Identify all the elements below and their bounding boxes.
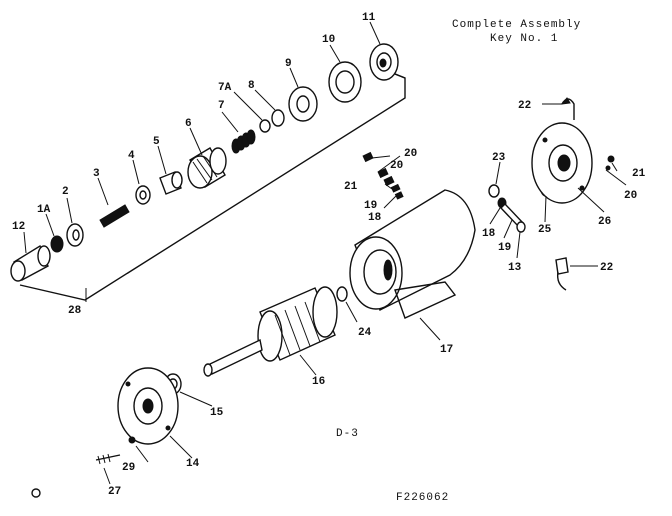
callout-20-c: 20 <box>390 160 403 172</box>
callout-20-a: 20 <box>404 148 417 160</box>
kit-bracket <box>19 73 406 301</box>
registration-mark-icon <box>31 488 41 498</box>
callout-12: 12 <box>12 221 25 233</box>
title-line-1: Complete Assembly <box>452 19 581 31</box>
title-line-2: Key No. 1 <box>490 33 558 45</box>
part-24-washer <box>336 286 348 302</box>
callout-19-b: 19 <box>498 242 511 254</box>
callout-28: 28 <box>68 305 82 317</box>
callout-18-b: 18 <box>482 228 496 240</box>
callout-10: 10 <box>322 34 335 46</box>
diagram-code: D-3 <box>336 428 359 440</box>
part-12-cap <box>10 244 51 282</box>
callout-23: 23 <box>492 152 506 164</box>
callout-22-a: 22 <box>518 100 531 112</box>
callout-19-a: 19 <box>364 200 377 212</box>
callout-15: 15 <box>210 407 224 419</box>
part-20-21-small-hardware <box>605 155 615 171</box>
callout-29: 29 <box>122 462 135 474</box>
part-22-clip-upper <box>560 97 575 120</box>
callout-2: 2 <box>62 186 69 198</box>
callout-17: 17 <box>440 344 453 356</box>
callout-7: 7 <box>218 100 225 112</box>
part-1a-nut <box>50 235 64 253</box>
part-9-cup <box>288 86 318 122</box>
callout-5: 5 <box>153 136 160 148</box>
part-29-nut <box>128 436 136 444</box>
callout-9: 9 <box>285 58 292 70</box>
brush-parts-cluster <box>362 151 404 200</box>
callout-26: 26 <box>598 216 611 228</box>
part-17-field-frame <box>349 189 476 319</box>
part-27-screw <box>95 453 121 465</box>
callout-25: 25 <box>538 224 552 236</box>
callout-24: 24 <box>358 327 372 339</box>
part-8-spring-washer <box>271 109 285 127</box>
part-16-armature <box>203 286 338 377</box>
part-4-washer <box>135 185 151 205</box>
callout-22-b: 22 <box>600 262 613 274</box>
figure-number: F226062 <box>396 492 449 504</box>
callout-6: 6 <box>185 118 192 130</box>
callout-20-b: 20 <box>624 190 637 202</box>
part-6-drive-pinion <box>187 147 227 189</box>
callout-13: 13 <box>508 262 522 274</box>
part-2-washer <box>66 223 84 247</box>
part-7-spring <box>231 129 256 154</box>
part-11-drive-end-washer <box>369 43 399 81</box>
part-22-clip-lower <box>555 257 569 291</box>
part-23-terminal-stud <box>488 184 526 233</box>
callout-4: 4 <box>128 150 135 162</box>
callout-21-a: 21 <box>344 181 358 193</box>
callout-27: 27 <box>108 486 121 498</box>
callout-18-a: 18 <box>368 212 382 224</box>
leader-lines <box>23 21 627 485</box>
part-5-sleeve <box>159 171 183 195</box>
callout-16: 16 <box>312 376 325 388</box>
part-3-spring <box>99 204 130 228</box>
callout-3: 3 <box>93 168 100 180</box>
callout-1a: 1A <box>37 204 51 216</box>
part-10-spacer <box>328 61 362 103</box>
callout-14: 14 <box>186 458 200 470</box>
callout-21-b: 21 <box>632 168 646 180</box>
part-26-end-head <box>531 122 593 204</box>
callout-11: 11 <box>362 12 376 24</box>
part-14-end-plate <box>117 367 179 445</box>
callout-7a: 7A <box>218 82 232 94</box>
callout-8: 8 <box>248 80 255 92</box>
part-7a-retainer <box>259 119 271 133</box>
